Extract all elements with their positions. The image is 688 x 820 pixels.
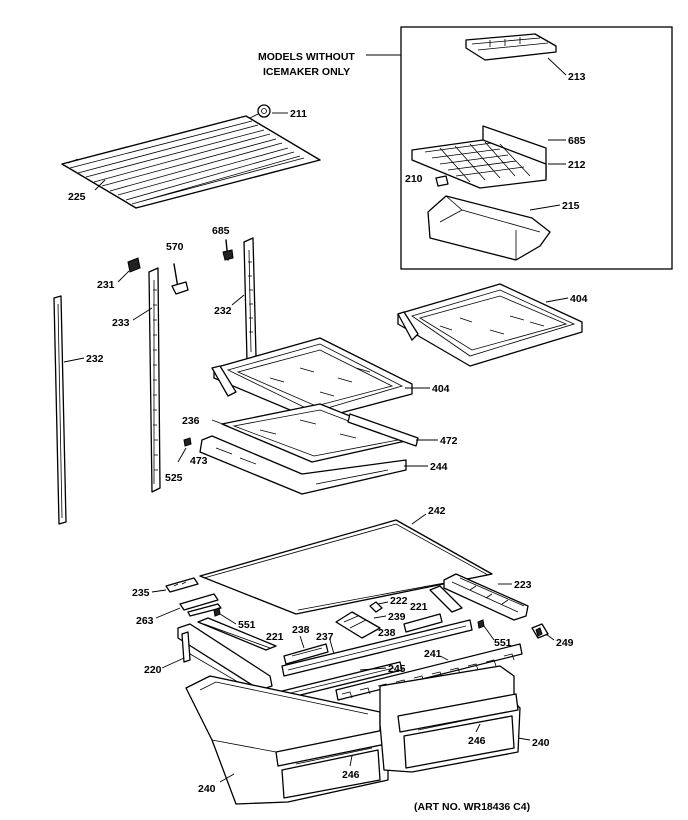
screw-551-left bbox=[213, 607, 221, 617]
label-223: 223 bbox=[514, 579, 532, 591]
label-240-left: 240 bbox=[198, 783, 216, 795]
label-232-right: 232 bbox=[214, 305, 232, 317]
label-231: 231 bbox=[97, 279, 115, 291]
bracket-263 bbox=[179, 593, 222, 617]
label-551-left: 551 bbox=[238, 619, 256, 631]
label-249: 249 bbox=[556, 637, 574, 649]
crisper-drawer-240-right bbox=[379, 665, 521, 773]
rail-238-right bbox=[403, 613, 443, 633]
ice-bin-215 bbox=[427, 195, 551, 261]
rail-221-left bbox=[197, 617, 277, 651]
label-246-left: 246 bbox=[342, 769, 360, 781]
label-237: 237 bbox=[316, 631, 334, 643]
icemaker-inset-box bbox=[400, 26, 673, 270]
rail-221-right bbox=[429, 585, 463, 613]
label-236: 236 bbox=[182, 415, 200, 427]
label-246-right: 246 bbox=[468, 735, 486, 747]
rail-237 bbox=[281, 619, 473, 677]
inset-note-line1: MODELS WITHOUT bbox=[258, 51, 355, 63]
label-215: 215 bbox=[562, 200, 580, 212]
label-232-left: 232 bbox=[86, 353, 104, 365]
knob-211 bbox=[257, 104, 271, 118]
clip-222 bbox=[369, 601, 383, 613]
rail-223 bbox=[443, 573, 529, 621]
label-685-inset: 685 bbox=[568, 135, 586, 147]
label-551-right: 551 bbox=[494, 637, 512, 649]
label-263: 263 bbox=[136, 615, 154, 627]
label-239: 239 bbox=[388, 611, 406, 623]
ice-tray-cover-213 bbox=[465, 33, 557, 61]
label-525: 525 bbox=[165, 472, 183, 484]
art-number: (ART NO. WR18436 C4) bbox=[414, 801, 530, 813]
crisper-drawer-240-left bbox=[185, 675, 389, 805]
label-404-middle: 404 bbox=[432, 383, 450, 395]
label-241: 241 bbox=[424, 648, 442, 660]
label-222: 222 bbox=[390, 595, 408, 607]
label-244: 244 bbox=[430, 461, 448, 473]
label-213: 213 bbox=[568, 71, 586, 83]
label-404-upper: 404 bbox=[570, 293, 588, 305]
glass-shelf-404-upper bbox=[397, 283, 583, 367]
label-685: 685 bbox=[212, 225, 230, 237]
clip-210 bbox=[435, 175, 449, 187]
ice-tray-212 bbox=[411, 125, 547, 189]
label-212: 212 bbox=[568, 159, 586, 171]
label-225: 225 bbox=[68, 191, 86, 203]
label-472: 472 bbox=[440, 435, 458, 447]
label-238-left: 238 bbox=[292, 624, 310, 636]
label-210: 210 bbox=[405, 173, 423, 185]
label-220: 220 bbox=[144, 664, 162, 676]
clip-249 bbox=[531, 623, 549, 639]
label-233: 233 bbox=[112, 317, 130, 329]
screw-570 bbox=[171, 263, 189, 295]
label-473: 473 bbox=[190, 455, 208, 467]
wire-shelf-225 bbox=[61, 111, 321, 209]
label-238-right: 238 bbox=[378, 627, 396, 639]
inset-note-line2: ICEMAKER ONLY bbox=[263, 66, 350, 78]
divider-220 bbox=[177, 623, 273, 697]
rail-232-left bbox=[53, 295, 67, 525]
label-221-left: 221 bbox=[266, 631, 284, 643]
glass-shelf-404-middle bbox=[211, 337, 413, 421]
label-570: 570 bbox=[166, 241, 184, 253]
label-245: 245 bbox=[388, 663, 406, 675]
label-221-right: 221 bbox=[410, 601, 428, 613]
drawer-rail-472 bbox=[347, 413, 419, 447]
bracket-231 bbox=[127, 257, 141, 273]
clip-239 bbox=[335, 611, 381, 639]
bracket-235 bbox=[165, 577, 199, 593]
label-211: 211 bbox=[290, 108, 307, 120]
drawer-slide-244 bbox=[199, 435, 407, 495]
rail-238 bbox=[283, 643, 329, 665]
screw-551-right bbox=[477, 619, 485, 629]
glass-shelf-242 bbox=[199, 519, 493, 615]
screw-685 bbox=[222, 239, 234, 261]
label-235: 235 bbox=[132, 587, 150, 599]
rail-233 bbox=[148, 267, 161, 493]
screw-473 bbox=[183, 437, 192, 447]
rail-232-right bbox=[243, 237, 257, 361]
label-242: 242 bbox=[428, 505, 446, 517]
label-240-right: 240 bbox=[532, 737, 550, 749]
